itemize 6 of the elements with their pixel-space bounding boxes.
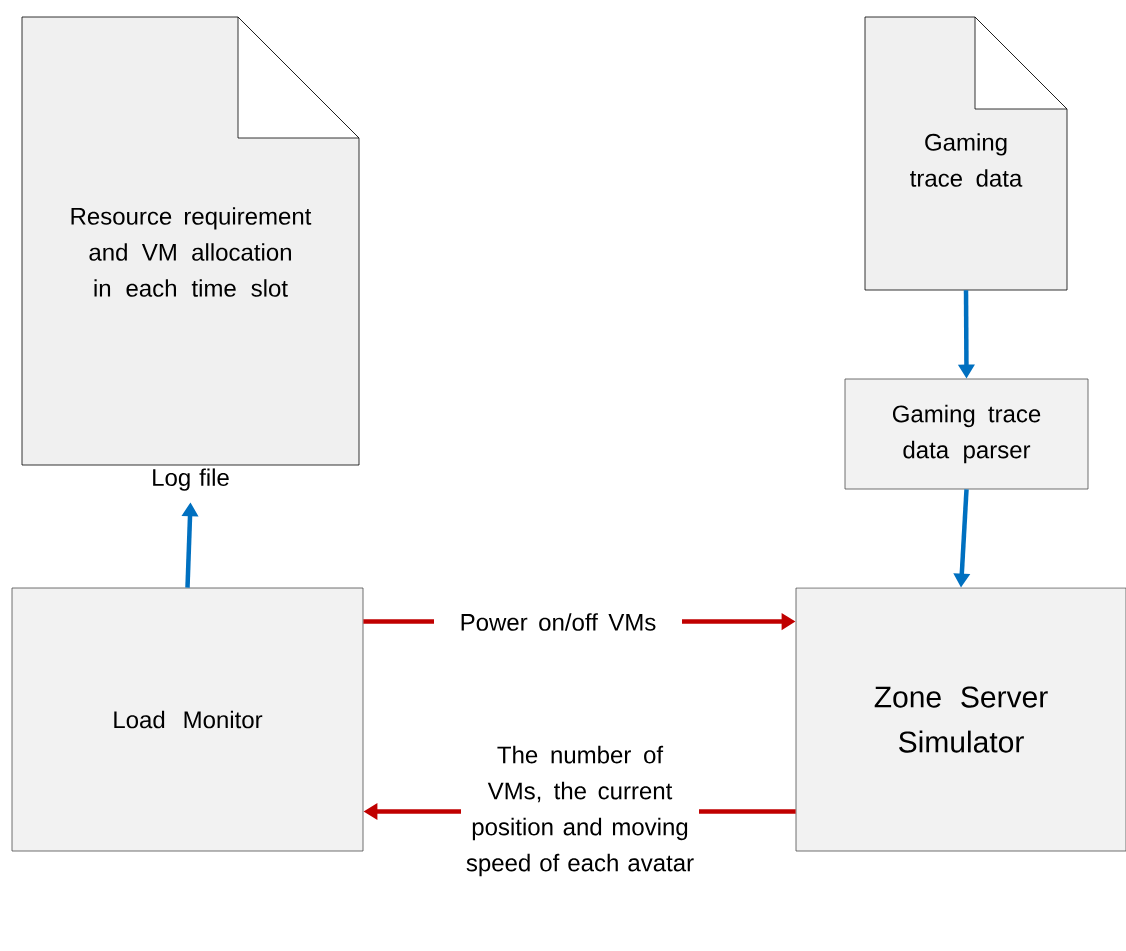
process-box: Gaming trace data parser [844, 378, 1089, 490]
edge-label: The number of VMs, the current position and moving speed of each avatar [461, 741, 699, 881]
node-label: Log file [153, 468, 229, 491]
edge-label: Power on/off VMs [434, 609, 682, 635]
process-box: Load Monitor [11, 587, 364, 852]
process-box: Zone Server Simulator [795, 587, 1126, 852]
